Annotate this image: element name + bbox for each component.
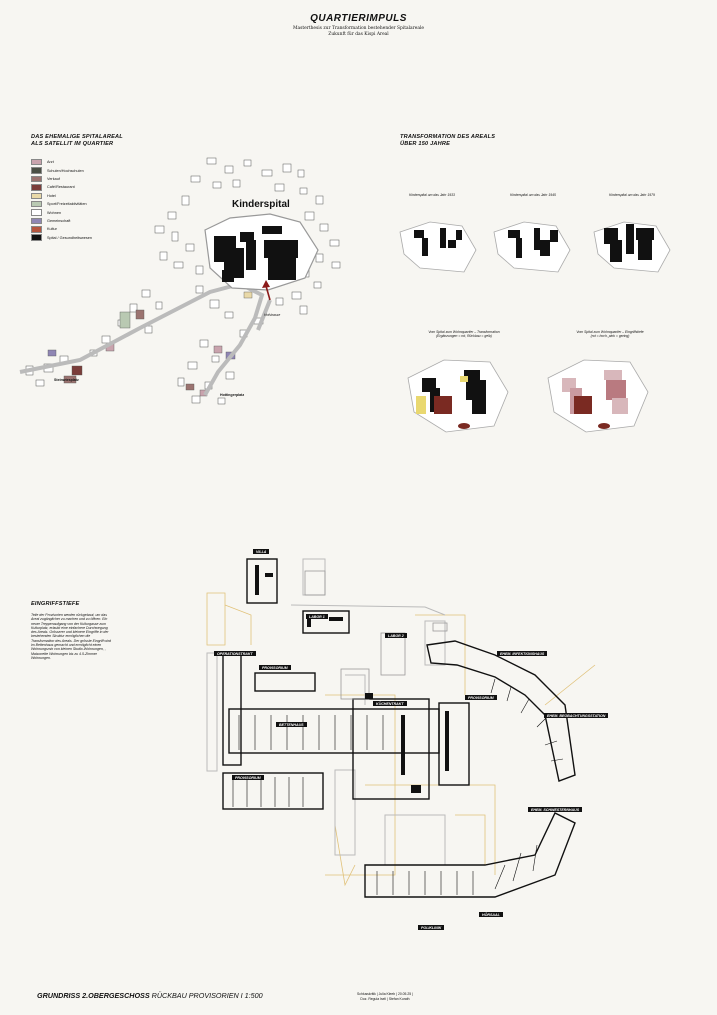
- label-beobachtungsstation: EHEM. BEOBACHTUNGSSTATION: [544, 713, 609, 718]
- legend-label: Verkauf: [47, 176, 60, 181]
- plan-title-rest: RÜCKBAU PROVISORIEN I 1:500: [149, 991, 263, 1000]
- map-1933: [399, 221, 477, 273]
- map-title: Kinderspital: [232, 199, 290, 210]
- caption-eingriffstiefe: Vom Spital zum Wohnquartier – Eingriffst…: [550, 330, 670, 338]
- page-title: QUARTIERIMPULS: [310, 13, 407, 24]
- legend-item: Gemeinschaft: [31, 217, 92, 225]
- credits: Schlusskritik | Julia Kleeb | 20.05.25 |…: [330, 992, 440, 1002]
- hospital-buildings: [214, 226, 298, 282]
- legend-label: Kultur: [47, 227, 57, 232]
- credits-line-2: Doz. Regula Iseli | Stefan Kurath: [360, 997, 410, 1001]
- legend-item: Hotel: [31, 192, 92, 200]
- label-bettenhaus: BETTENHAUS: [276, 722, 307, 727]
- legend-swatch: [31, 192, 42, 199]
- legend-item: Sport/Freizeitaktivitäten: [31, 200, 92, 208]
- map-1979: [593, 221, 671, 273]
- label-hottingerplatz: Hottingerplatz: [220, 393, 245, 397]
- legend-item: Verkauf: [31, 175, 92, 183]
- caption-eingriffstiefe-line-2: (rot = hoch, pink = gering): [590, 334, 630, 338]
- label-labor-2: LABOR 2: [385, 633, 407, 638]
- page-subtitle: Masterthesis zur Transformation bestehen…: [0, 26, 717, 38]
- legend-item: Wohnen: [31, 208, 92, 216]
- legend-label: Arzt: [47, 160, 54, 165]
- label-labor-1: LABOR 1: [306, 614, 328, 619]
- legend-swatch: [31, 184, 42, 191]
- label-infektionshaus: EHEM. INFEKTIONSHAUS: [497, 651, 548, 656]
- legend-swatch: [31, 226, 42, 233]
- subtitle-line-2: Zukunft für das Kispi Areal: [328, 32, 389, 37]
- legend: Arzt Schulen/Hochschulen Verkauf Café/Re…: [31, 158, 92, 242]
- legend-label: Hotel: [47, 193, 56, 198]
- legend-item: Spital / Gesundheitswesen: [31, 234, 92, 242]
- label-operationstrakt: OPERATIONSTRAKT: [214, 651, 256, 656]
- map-eingriffstiefe: [547, 359, 649, 433]
- legend-item: Schulen/Hochschulen: [31, 166, 92, 174]
- map-1945: [493, 221, 571, 273]
- eingriff-heading: EINGRIFFSTIEFE: [31, 601, 80, 607]
- legend-item: Kultur: [31, 225, 92, 233]
- caption-eingriffstiefe-line-1: Vom Spital zum Wohnquartier – Eingriffst…: [576, 330, 644, 334]
- transformation-heading: TRANSFORMATION DES AREALS ÜBER 150 JAHRE: [400, 134, 495, 148]
- label-hoersaal: HÖRSAAL: [479, 912, 503, 917]
- legend-swatch: [31, 234, 42, 241]
- caption-transformation-line-2: (Ergänzungen = rot, Rückbau = gelb): [436, 334, 492, 338]
- legend-label: Gemeinschaft: [47, 218, 71, 223]
- street-network: [19, 282, 272, 396]
- legend-label: Wohnen: [47, 210, 62, 215]
- legend-label: Café/Restaurant: [47, 185, 75, 190]
- caption-transformation: Vom Spital zum Wohnquartier – Transforma…: [404, 330, 524, 338]
- label-kuechentrakt: KÜCHENTRAKT: [373, 701, 407, 706]
- legend-swatch: [31, 217, 42, 225]
- label-hofstrasse: Hofstrasse: [264, 313, 281, 317]
- legend-label: Sport/Freizeitaktivitäten: [47, 202, 87, 207]
- label-poliklinik: POLIKLINIK: [418, 925, 445, 930]
- label-villa: VILLA: [253, 549, 270, 554]
- credits-line-1: Schlusskritik | Julia Kleeb | 20.05.25 |: [357, 992, 413, 996]
- area-heading-line-1: DAS EHEMALIGE SPITALAREAL: [31, 134, 123, 140]
- grey-outline-buildings: [304, 570, 448, 700]
- red-arrow: [265, 285, 271, 301]
- site-map: [19, 157, 341, 405]
- eingriff-text: Teile der Provisorien werden rückgebaut,…: [31, 613, 111, 660]
- label-provisorium-3: PROVISORIUM: [232, 775, 264, 780]
- area-heading: DAS EHEMALIGE SPITALAREAL ALS SATELLIT I…: [31, 134, 123, 148]
- plan-title: GRUNDRISS 2.OBERGESCHOSS RÜCKBAU PROVISO…: [37, 991, 263, 1000]
- plan-room-dividers: [232, 678, 564, 895]
- label-provisorium-1: PROVISORIUM: [259, 665, 291, 670]
- legend-label: Schulen/Hochschulen: [47, 168, 84, 173]
- grey-corridors: [206, 558, 446, 866]
- building-plans: [222, 558, 576, 898]
- legend-label: Spital / Gesundheitswesen: [47, 235, 92, 240]
- caption-1933: Kinderspital um das Jahr 1933: [409, 193, 455, 197]
- floor-plan: [206, 558, 596, 898]
- area-heading-line-2: ALS SATELLIT IM QUARTIER: [31, 141, 114, 147]
- legend-item: Arzt: [31, 158, 92, 166]
- legend-swatch: [31, 209, 42, 216]
- transformation-heading-line-1: TRANSFORMATION DES AREALS: [400, 134, 496, 140]
- label-steinwiesplatz: Steinwiesplatz: [54, 378, 79, 382]
- legend-swatch: [31, 200, 42, 208]
- legend-item: Café/Restaurant: [31, 183, 92, 191]
- plan-black-walls: [255, 565, 449, 793]
- caption-1979: Kinderspital um das Jahr 1979: [609, 193, 655, 197]
- label-provisorium-2: PROVISORIUM: [465, 695, 497, 700]
- transformation-heading-line-2: ÜBER 150 JAHRE: [400, 141, 451, 147]
- arrow-head-icon: [262, 280, 270, 288]
- transformation-maps: [399, 221, 671, 433]
- yellow-removed-outline: [206, 592, 596, 887]
- map-transformation: [407, 359, 509, 433]
- legend-swatch: [31, 175, 42, 183]
- subtitle-line-1: Masterthesis zur Transformation bestehen…: [293, 26, 424, 31]
- legend-swatch: [31, 158, 42, 166]
- caption-1945: Kinderspital um das Jahr 1945: [510, 193, 556, 197]
- plan-title-bold: GRUNDRISS 2.OBERGESCHOSS: [37, 991, 150, 1000]
- caption-transformation-line-1: Vom Spital zum Wohnquartier – Transforma…: [428, 330, 500, 334]
- legend-swatch: [31, 167, 42, 174]
- label-schwesternhaus: EHEM. SCHWESTERNHAUS: [528, 807, 583, 812]
